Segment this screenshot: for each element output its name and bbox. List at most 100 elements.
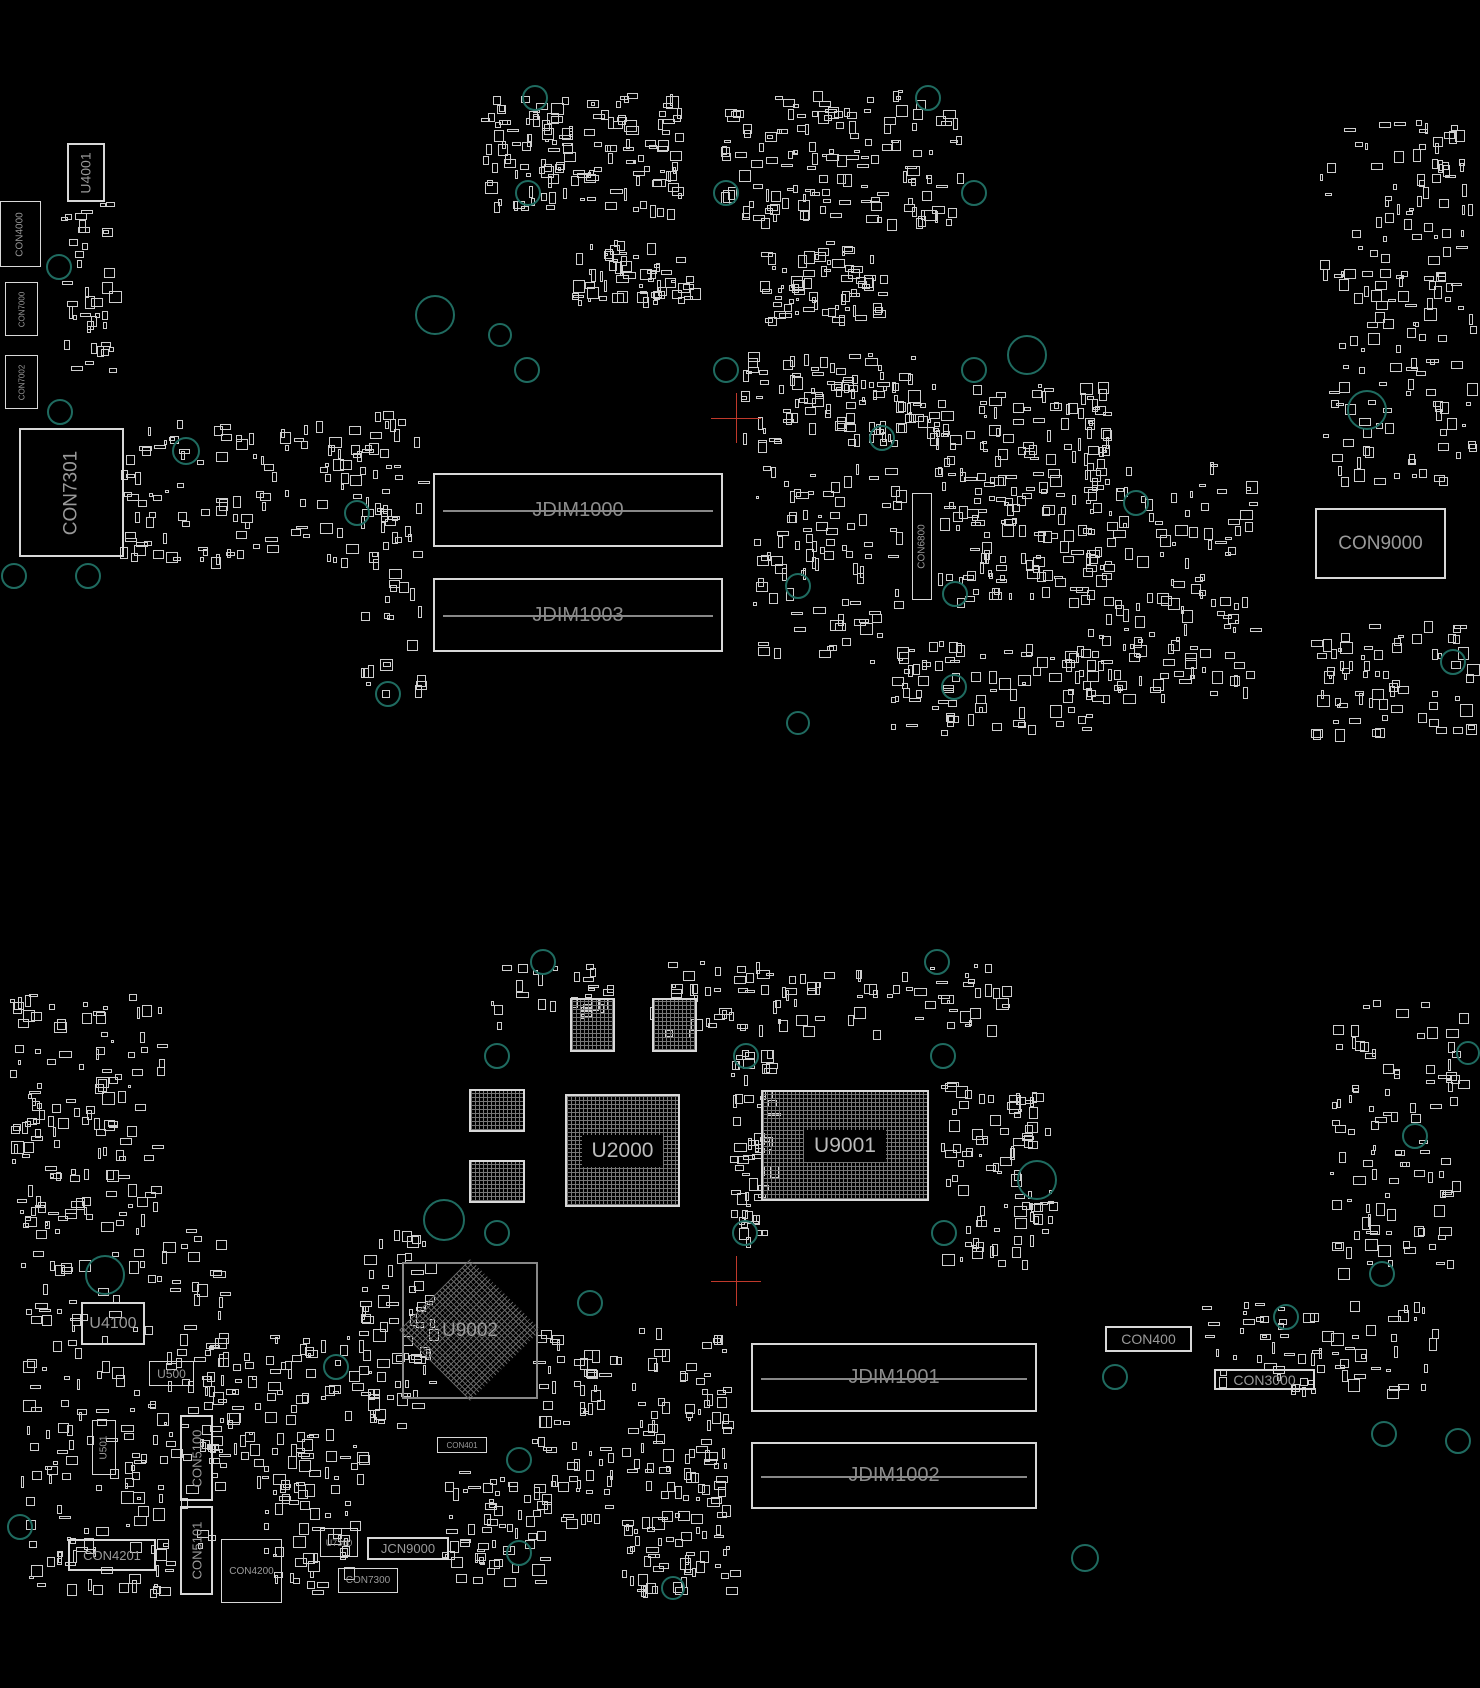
component-con4201[interactable]: CON4201 [68, 1539, 156, 1571]
component-jdim1001[interactable]: JDIM1001 [751, 1343, 1037, 1412]
component-con400[interactable]: CON400 [1105, 1326, 1192, 1352]
smd-pad [1413, 1170, 1426, 1178]
component-u4100[interactable]: U4100 [81, 1302, 145, 1345]
component-con4200[interactable]: CON4200 [221, 1539, 282, 1603]
smd-pad [1010, 1146, 1015, 1159]
smd-pad [101, 342, 112, 348]
smd-pad [483, 1482, 493, 1493]
smd-pad [56, 1309, 63, 1314]
smd-pad [717, 1396, 728, 1409]
component-u7300[interactable]: U7300 [320, 1528, 358, 1557]
mounting-hole [323, 1354, 349, 1380]
component-con6800[interactable]: CON6800 [912, 493, 932, 600]
smd-pad [1113, 530, 1126, 538]
component-u2000[interactable]: U2000 [565, 1094, 680, 1207]
smd-pad [990, 1246, 994, 1258]
smd-pad [309, 1508, 321, 1520]
smd-pad [378, 1419, 386, 1425]
smd-pad [835, 122, 845, 129]
component-con401[interactable]: CON401 [437, 1437, 487, 1453]
component-vram-4[interactable] [652, 998, 697, 1052]
smd-pad [61, 216, 68, 222]
smd-pad [633, 1459, 640, 1469]
component-vram-3[interactable] [570, 998, 615, 1052]
smd-pad [126, 493, 139, 501]
smd-pad [94, 312, 100, 318]
component-con4000[interactable]: CON4000 [0, 201, 41, 267]
smd-pad [296, 525, 308, 530]
smd-pad [1339, 641, 1353, 655]
smd-pad [1041, 587, 1051, 598]
smd-pad [298, 1490, 308, 1499]
component-con7301[interactable]: CON7301 [19, 428, 124, 557]
smd-pad [557, 1482, 570, 1493]
component-con7000[interactable]: CON7000 [5, 282, 38, 336]
component-vram-2[interactable] [469, 1160, 525, 1203]
smd-pad [1353, 1175, 1366, 1185]
smd-pad [772, 213, 778, 223]
component-con5100[interactable]: CON5100 [180, 1415, 213, 1501]
component-label: JDIM1002 [848, 1464, 940, 1486]
component-u9002[interactable]: U9002 [399, 1259, 541, 1401]
smd-pad [81, 243, 89, 250]
smd-pad [945, 1150, 958, 1158]
smd-pad [757, 641, 769, 646]
component-u9001[interactable]: U9001 [761, 1090, 929, 1201]
smd-pad [1450, 124, 1459, 132]
smd-pad [658, 1516, 669, 1520]
component-jdim1002[interactable]: JDIM1002 [751, 1442, 1037, 1509]
smd-pad [1230, 676, 1240, 686]
smd-pad [1235, 526, 1241, 536]
component-con9000[interactable]: CON9000 [1315, 508, 1446, 579]
smd-pad [37, 1082, 42, 1089]
smd-pad [386, 1302, 399, 1307]
smd-pad [145, 1325, 154, 1335]
smd-pad [743, 1095, 755, 1104]
component-u500[interactable]: U500 [149, 1361, 194, 1386]
smd-pad [14, 1002, 25, 1011]
component-vram-1[interactable] [469, 1089, 525, 1132]
smd-pad [572, 295, 585, 299]
component-con3000[interactable]: CON3000 [1214, 1369, 1315, 1390]
smd-pad [655, 1328, 662, 1341]
component-u4001[interactable]: U4001 [67, 143, 105, 202]
smd-pad [1103, 694, 1110, 705]
smd-pad [731, 1209, 739, 1218]
smd-pad [911, 207, 917, 217]
component-u501[interactable]: U501 [92, 1420, 116, 1475]
smd-pad [737, 987, 748, 994]
smd-pad [333, 1390, 339, 1394]
smd-pad [219, 1453, 232, 1458]
component-jdim1003[interactable]: JDIM1003 [433, 578, 723, 652]
smd-pad [156, 1548, 168, 1561]
smd-pad [695, 1377, 705, 1386]
smd-pad [743, 124, 753, 134]
component-jdim1000[interactable]: JDIM1000 [433, 473, 723, 547]
smd-pad [947, 715, 955, 727]
smd-pad [267, 1392, 276, 1401]
smd-pad [817, 514, 823, 518]
component-con7300[interactable]: CON7300 [338, 1568, 398, 1593]
smd-pad [776, 128, 782, 134]
smd-pad [587, 100, 599, 109]
component-con5101[interactable]: CON5101 [180, 1506, 213, 1595]
smd-pad [58, 1117, 70, 1129]
smd-pad [1031, 390, 1042, 399]
smd-pad [967, 508, 979, 519]
smd-pad [696, 1561, 706, 1574]
mounting-hole [1007, 335, 1047, 375]
smd-pad [950, 434, 962, 446]
smd-pad [584, 1369, 595, 1378]
smd-pad [240, 1452, 250, 1460]
smd-pad [696, 1526, 701, 1534]
smd-pad [1199, 483, 1206, 487]
smd-pad [359, 1454, 371, 1466]
smd-pad [177, 1348, 188, 1357]
component-jcn9000[interactable]: JCN9000 [367, 1537, 449, 1560]
smd-pad [221, 433, 232, 441]
component-con7002[interactable]: CON7002 [5, 355, 38, 409]
smd-pad [908, 373, 914, 386]
smd-pad [804, 188, 812, 192]
smd-pad [948, 715, 959, 723]
